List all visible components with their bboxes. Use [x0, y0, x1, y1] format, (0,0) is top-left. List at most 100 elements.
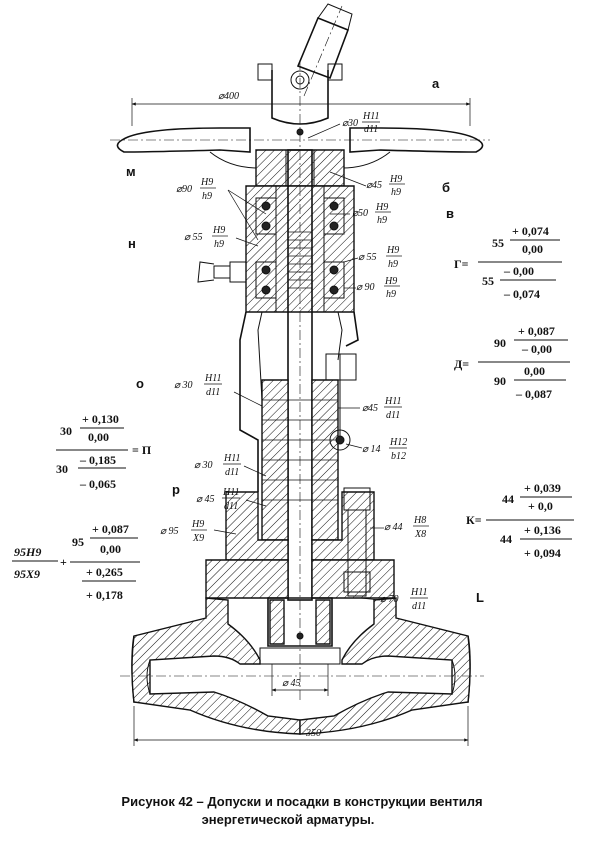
formula-d-top-upper: + 0,087 [518, 324, 555, 338]
d90-right-fit-num: H9 [384, 276, 397, 287]
d45-mid-label: ⌀45 [362, 403, 378, 414]
stem [287, 60, 313, 700]
formula-g-top-lower: 0,00 [522, 242, 543, 256]
formula-x: 95H9 95X9 + 95 + 0,087 0,00 + 0,265 + 0,… [12, 522, 140, 602]
d45-top-fit-num: H9 [389, 174, 402, 185]
formula-g-bot-lower: – 0,074 [503, 287, 540, 301]
formula-p-bot-upper: – 0,185 [79, 453, 116, 467]
d50-label: ⌀50 [352, 208, 368, 219]
dim-45-bottom-label: ⌀ 45 [282, 678, 301, 689]
formula-p-suffix: = П [132, 443, 152, 457]
d55-left-fit-den: h9 [214, 239, 224, 250]
formula-x-top-base: 95 [72, 535, 84, 549]
d30-top-label: ⌀30 [342, 118, 358, 129]
letter-n: н [128, 236, 136, 251]
fit-annotations: ⌀30 H11 d11 ⌀45 H9 h9 ⌀90 H9 h9 ⌀50 H9 h… [160, 111, 429, 612]
formula-p-top-upper: + 0,130 [82, 412, 119, 426]
letter-a: а [432, 76, 440, 91]
formula-g-top-base: 55 [492, 236, 504, 250]
formula-x-bot-upper: + 0,265 [86, 565, 123, 579]
d30-mid-label: ⌀ 30 [174, 380, 193, 391]
bearing-left [255, 197, 277, 299]
position-letters: а м б в н о р L [126, 76, 484, 605]
d55-right-label: ⌀ 55 [358, 252, 377, 263]
bonnet-flange [205, 487, 395, 599]
figure-caption: Рисунок 42 – Допуски и посадки в констру… [121, 794, 482, 827]
formula-p-top-base: 30 [60, 424, 72, 438]
formula-g-top-upper: + 0,074 [512, 224, 549, 238]
formula-d: Д= 90 + 0,087 – 0,00 90 0,00 – 0,087 [454, 324, 570, 401]
d14-fit-num: H12 [389, 437, 407, 448]
d70-fit-num: H11 [410, 587, 427, 598]
formula-k-bot-upper: + 0,136 [524, 523, 561, 537]
letter-l: L [476, 590, 484, 605]
d44-fit-num: H8 [413, 515, 426, 526]
d55-right-fit-den: h9 [388, 259, 398, 270]
formula-x-top-upper: + 0,087 [92, 522, 129, 536]
d30-low-label: ⌀ 30 [194, 460, 213, 471]
d30-low-fit-den: d11 [225, 467, 239, 478]
d45-mid-fit-den: d11 [386, 410, 400, 421]
d70-fit-den: d11 [412, 601, 426, 612]
d55-left-label: ⌀ 55 [184, 232, 203, 243]
caption-line-1: Рисунок 42 – Допуски и посадки в констру… [121, 794, 482, 809]
letter-v: в [446, 206, 454, 221]
formula-k: К= 44 + 0,039 + 0,0 44 + 0,136 + 0,094 [466, 481, 574, 560]
dim-350-label: 350 [305, 728, 321, 739]
d30-low-fit-num: H11 [223, 453, 240, 464]
letter-r: р [172, 482, 180, 497]
d90-left-fit-num: H9 [200, 177, 213, 188]
dim-400: ⌀400 [131, 91, 471, 126]
letter-m: м [126, 164, 136, 179]
formula-k-top-lower: + 0,0 [528, 499, 553, 513]
formula-g-bot-upper: – 0,00 [503, 264, 534, 278]
formula-x-lead-num: 95H9 [14, 545, 41, 559]
dim-350: 350 [133, 706, 469, 746]
d30-top-fit-num: H11 [362, 111, 379, 122]
d14-fit-den: b12 [391, 451, 406, 462]
d45-low-fit-den: d11 [224, 501, 238, 512]
formula-g: Г= 55 + 0,074 0,00 55 – 0,00 – 0,074 [454, 224, 562, 301]
formula-k-top-base: 44 [502, 492, 514, 506]
d14-label: ⌀ 14 [362, 444, 381, 455]
formula-x-top-lower: 0,00 [100, 542, 121, 556]
yoke [239, 311, 359, 492]
formula-p-bot-lower: – 0,065 [79, 477, 116, 491]
d90-left-fit-den: h9 [202, 191, 212, 202]
d44-label: ⌀ 44 [384, 522, 403, 533]
d45-low-label: ⌀ 45 [196, 494, 215, 505]
formula-d-bot-upper: 0,00 [524, 364, 545, 378]
formula-x-bot-lower: + 0,178 [86, 588, 123, 602]
formula-x-plus: + [60, 555, 67, 569]
d55-left-fit-num: H9 [212, 225, 225, 236]
d50-fit-den: h9 [377, 215, 387, 226]
d55-right-fit-num: H9 [386, 245, 399, 256]
formula-k-bot-lower: + 0,094 [524, 546, 561, 560]
d30-mid-fit-den: d11 [206, 387, 220, 398]
d95-fit-num: H9 [191, 519, 204, 530]
letter-o: о [136, 376, 144, 391]
formula-p-top-lower: 0,00 [88, 430, 109, 444]
formula-g-bot-base: 55 [482, 274, 494, 288]
d95-fit-den: X9 [192, 533, 204, 544]
formula-k-top-upper: + 0,039 [524, 481, 561, 495]
formula-k-bot-base: 44 [500, 532, 512, 546]
dim-400-label: ⌀400 [218, 91, 239, 102]
packing-box [261, 353, 357, 541]
d44-fit-den: X8 [414, 529, 426, 540]
formula-p: 30 + 0,130 0,00 = П 30 – 0,185 – 0,065 [56, 412, 152, 491]
d90-right-fit-den: h9 [386, 289, 396, 300]
formula-d-top-lower: – 0,00 [521, 342, 552, 356]
formula-d-bot-lower: – 0,087 [515, 387, 552, 401]
d30-top-fit-den: d11 [364, 124, 378, 135]
d45-top-fit-den: h9 [391, 187, 401, 198]
d30-mid-fit-num: H11 [204, 373, 221, 384]
dim-45-bottom: ⌀ 45 [271, 664, 329, 696]
stem-head [257, 3, 353, 136]
formula-d-prefix: Д= [454, 357, 469, 371]
d45-top-label: ⌀45 [366, 180, 382, 191]
formula-d-top-base: 90 [494, 336, 506, 350]
d45-low-fit-num: H11 [222, 487, 239, 498]
formula-x-lead-den: 95X9 [14, 567, 40, 581]
